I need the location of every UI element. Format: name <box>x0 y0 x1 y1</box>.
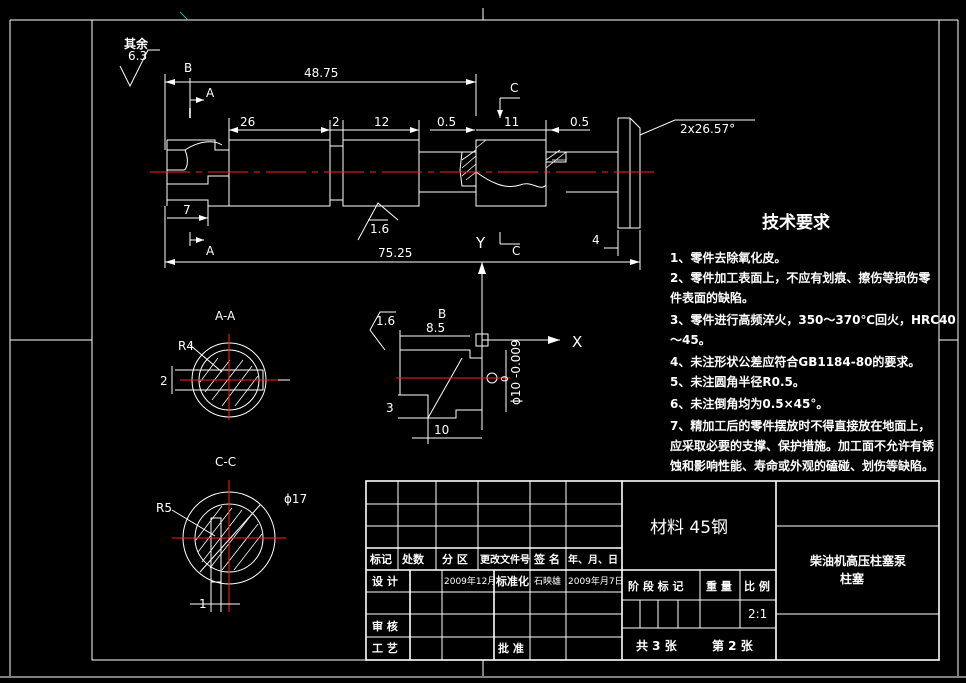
tb-review: 审 核 <box>372 619 398 633</box>
tb-process: 工 艺 <box>372 641 398 655</box>
detail-rough: 1.6 <box>376 314 395 328</box>
tb-std-name: 石映雄 <box>534 575 561 587</box>
section-c-top: C <box>510 81 518 95</box>
tb-header-3: 更改文件号 <box>480 553 530 566</box>
section-cc-label: C-C <box>215 455 236 469</box>
title-block: 材料 45钢 柴油机高压柱塞泵 柱塞 标记 处数 分 区 更改文件号 签 名 年… <box>365 480 940 661</box>
section-a-a: A-A R4 2 <box>160 309 290 420</box>
tb-product-line1: 柴油机高压柱塞泵 <box>809 553 906 568</box>
detail-d10: 10 <box>434 423 449 437</box>
tb-header-1: 处数 <box>401 552 425 566</box>
tb-header-0: 标记 <box>369 552 392 566</box>
section-cc-r: R5 <box>156 501 172 515</box>
section-aa-d: 2 <box>160 374 168 388</box>
tech-line-3: 件表面的缺陷。 <box>670 290 754 305</box>
surface-finish-label: 其余 <box>124 36 149 51</box>
detail-d3: 3 <box>386 401 394 415</box>
tb-design-date: 2009年12月 <box>444 575 496 587</box>
detail-d8-5: 8.5 <box>426 321 445 335</box>
section-cc-phi: ϕ17 <box>284 492 307 506</box>
axis-x-label: X <box>572 333 582 351</box>
section-c-bottom: C <box>512 244 520 258</box>
dim-chamfer: 2x26.57° <box>680 122 735 136</box>
detail-phi-tol: ϕ10 -0.009 <box>509 339 523 405</box>
section-a-bottom: A <box>206 244 215 258</box>
tb-std: 标准化 <box>495 574 529 588</box>
tech-line-1: 1、零件去除氧化皮。 <box>670 250 786 265</box>
section-aa-r: R4 <box>178 339 194 353</box>
tb-material: 材料 45钢 <box>650 518 728 538</box>
tb-std-date: 2009年月7日 <box>568 575 624 587</box>
detail-view-b: Y X 1.6 B 8.5 ϕ10 -0.009 0 3 10 <box>369 234 582 444</box>
tech-line-4: 3、零件进行高频淬火，350～370℃回火，HRC40 <box>670 312 956 327</box>
dim-total-upper: 48.75 <box>304 66 338 80</box>
tb-stage-header-0: 阶 段 标 记 <box>628 579 684 593</box>
tb-header-2: 分 区 <box>442 552 468 566</box>
section-c-c: C-C R5 ϕ17 1 <box>156 455 307 612</box>
dim-total-lower: 75.25 <box>378 246 412 260</box>
tech-title: 技术要求 <box>762 212 830 233</box>
tb-scale: 2:1 <box>748 607 767 621</box>
rough-main: 1.6 <box>370 222 389 236</box>
tech-line-5: ～45。 <box>670 333 711 347</box>
tb-stage-header-2: 比 例 <box>744 579 770 593</box>
tech-line-11: 蚀和影响性能、寿命或外观的磕碰、划伤等缺陷。 <box>669 458 934 473</box>
tech-line-9: 7、精加工后的零件摆放时不得直接放在地面上， <box>670 418 930 433</box>
tb-header-5: 年、月、日 <box>568 553 618 566</box>
dim-26: 26 <box>240 115 255 129</box>
detail-b-label: B <box>438 307 446 321</box>
section-b-top: B <box>184 61 192 75</box>
dim-4: 4 <box>592 233 600 247</box>
tech-requirements: 技术要求 1、零件去除氧化皮。 2、零件加工表面上，不应有划痕、擦伤等损伤零 件… <box>669 212 956 473</box>
surface-finish-value: 6.3 <box>128 49 147 63</box>
tb-stage-header-1: 重 量 <box>706 579 732 593</box>
dim-0-5-a: 0.5 <box>437 115 456 129</box>
tb-approve: 批 准 <box>498 641 524 655</box>
section-aa-label: A-A <box>215 309 236 323</box>
dim-0-5-b: 0.5 <box>570 115 589 129</box>
tech-line-2: 2、零件加工表面上，不应有划痕、擦伤等损伤零 <box>670 270 931 285</box>
tb-product-line2: 柱塞 <box>840 571 865 586</box>
tech-line-7: 5、未注圆角半径R0.5。 <box>670 374 805 389</box>
tech-line-8: 6、未注倒角均为0.5×45°。 <box>670 396 828 411</box>
dim-7: 7 <box>183 203 191 217</box>
dim-2: 2 <box>332 115 340 129</box>
tech-line-10: 应采取必要的支撑、保护措施。加工面不允许有锈 <box>670 438 935 453</box>
main-view: 48.75 B A A 26 2 12 0.5 11 0.5 <box>150 61 755 270</box>
tb-header-4: 签 名 <box>533 552 560 566</box>
tb-sheet-total: 共 3 张 <box>636 638 678 653</box>
surface-finish-symbol: 其余 6.3 <box>119 36 160 88</box>
tb-design: 设 计 <box>372 574 398 588</box>
section-a-top: A <box>206 86 215 100</box>
dim-12: 12 <box>374 115 389 129</box>
tech-line-6: 4、未注形状公差应符合GB1184-80的要求。 <box>670 354 920 369</box>
tb-sheet-no: 第 2 张 <box>712 638 754 653</box>
dim-11: 11 <box>504 115 519 129</box>
axis-y-label: Y <box>475 234 486 252</box>
